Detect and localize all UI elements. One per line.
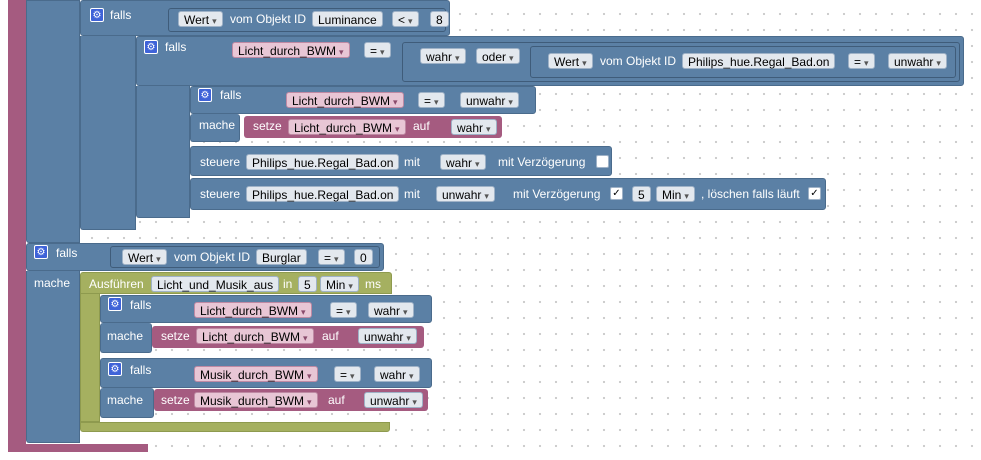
if-licht-true-spine xyxy=(100,323,152,353)
if-label: falls xyxy=(130,363,152,377)
to-label: auf xyxy=(413,119,430,133)
from-id-label: vom Objekt ID xyxy=(174,250,251,264)
set-label: setze xyxy=(161,393,190,407)
if-label: falls xyxy=(56,246,78,260)
delay-number-field[interactable]: 5 xyxy=(298,276,317,292)
if-label: falls xyxy=(165,40,187,54)
bool-dropdown[interactable]: wahr xyxy=(368,302,414,318)
object-id-field[interactable]: Philips_hue.Regal_Bad.on xyxy=(682,53,836,69)
value-dropdown[interactable]: Wert xyxy=(548,53,593,69)
control-label: steuere xyxy=(200,187,241,201)
from-id-label: vom Objekt ID xyxy=(600,54,677,68)
clear-label: , löschen falls läuft xyxy=(701,187,800,201)
variable-dropdown[interactable]: Licht_durch_BWM xyxy=(288,119,406,135)
operator-dropdown[interactable]: < xyxy=(392,11,419,27)
object-id-field[interactable]: Philips_hue.Regal_Bad.on xyxy=(246,186,400,202)
run-after-spine xyxy=(80,294,100,422)
with-label: mit xyxy=(404,187,420,201)
control-label: steuere xyxy=(200,155,241,169)
bool-dropdown[interactable]: unwahr xyxy=(436,186,495,202)
if-licht-or-spine xyxy=(136,86,190,218)
if-label: falls xyxy=(130,298,152,312)
value-dropdown[interactable]: Wert xyxy=(178,11,223,27)
delay-label: mit Verzögerung xyxy=(513,187,601,201)
operator-dropdown[interactable]: = xyxy=(318,249,345,265)
object-id-field[interactable]: Luminance xyxy=(312,11,383,27)
if-licht-false-spine xyxy=(190,114,240,142)
set-label: setze xyxy=(253,119,282,133)
delay-label: mit Verzögerung xyxy=(498,155,586,169)
if-musik-spine xyxy=(100,388,154,418)
procedure-block-footer xyxy=(8,444,148,452)
variable-dropdown[interactable]: Licht_durch_BWM xyxy=(196,328,314,344)
do-label: mache xyxy=(107,329,144,343)
procedure-block-spine[interactable] xyxy=(8,0,26,452)
bool-dropdown[interactable]: wahr xyxy=(420,48,466,64)
gear-icon[interactable]: ⚙ xyxy=(198,88,212,102)
set-label: setze xyxy=(161,329,190,343)
run-label: Ausführen xyxy=(89,277,144,291)
gear-icon[interactable]: ⚙ xyxy=(90,8,104,22)
clear-checkbox[interactable]: ✓ xyxy=(808,187,821,200)
bool-dropdown[interactable]: unwahr xyxy=(460,92,519,108)
bool-dropdown[interactable]: wahr xyxy=(451,119,497,135)
with-label: mit xyxy=(404,155,420,169)
if-burglar-spine xyxy=(26,271,80,443)
number-field[interactable]: 0 xyxy=(354,249,373,265)
compare-inset xyxy=(110,246,380,268)
bool-dropdown[interactable]: unwahr xyxy=(364,392,423,408)
if-label: falls xyxy=(110,8,132,22)
object-id-field[interactable]: Burglar xyxy=(256,249,307,265)
variable-dropdown[interactable]: Licht_durch_BWM xyxy=(232,42,350,58)
number-field[interactable]: 8 xyxy=(430,11,449,27)
gear-icon[interactable]: ⚙ xyxy=(34,245,48,259)
variable-dropdown[interactable]: Licht_durch_BWM xyxy=(194,302,312,318)
outer-if-spine[interactable] xyxy=(26,0,80,243)
from-id-label: vom Objekt ID xyxy=(230,12,307,26)
variable-dropdown[interactable]: Licht_durch_BWM xyxy=(286,92,404,108)
unit-dropdown[interactable]: Min xyxy=(656,186,695,202)
gear-icon[interactable]: ⚙ xyxy=(144,40,158,54)
schedule-name-field[interactable]: Licht_und_Musik_aus xyxy=(151,276,280,292)
in-label: in xyxy=(283,277,293,291)
operator-dropdown[interactable]: = xyxy=(848,53,875,69)
gear-icon[interactable]: ⚙ xyxy=(108,362,122,376)
to-label: auf xyxy=(328,393,345,407)
bool-dropdown[interactable]: wahr xyxy=(440,154,486,170)
or-dropdown[interactable]: oder xyxy=(476,48,520,64)
operator-dropdown[interactable]: = xyxy=(418,92,445,108)
variable-dropdown[interactable]: Musik_durch_BWM xyxy=(194,366,318,382)
operator-dropdown[interactable]: = xyxy=(330,302,357,318)
delay-number-field[interactable]: 5 xyxy=(632,186,651,202)
gear-icon[interactable]: ⚙ xyxy=(108,297,122,311)
bool-dropdown[interactable]: unwahr xyxy=(888,53,947,69)
bool-dropdown[interactable]: wahr xyxy=(374,366,420,382)
delay-checkbox[interactable] xyxy=(596,155,609,168)
if-luminance-spine xyxy=(80,36,136,230)
variable-dropdown[interactable]: Musik_durch_BWM xyxy=(194,392,318,408)
to-label: auf xyxy=(322,329,339,343)
do-label: mache xyxy=(199,118,236,132)
value-dropdown[interactable]: Wert xyxy=(122,249,167,265)
do-label: mache xyxy=(107,393,144,407)
operator-dropdown[interactable]: = xyxy=(364,42,391,58)
object-id-field[interactable]: Philips_hue.Regal_Bad.on xyxy=(246,154,400,170)
if-label: falls xyxy=(220,88,242,102)
do-label: mache xyxy=(34,276,71,290)
ms-label: ms xyxy=(365,277,381,291)
run-after-footer xyxy=(80,422,390,432)
bool-dropdown[interactable]: unwahr xyxy=(358,328,417,344)
delay-checkbox[interactable]: ✓ xyxy=(610,187,623,200)
unit-dropdown[interactable]: Min xyxy=(320,276,359,292)
operator-dropdown[interactable]: = xyxy=(334,366,361,382)
